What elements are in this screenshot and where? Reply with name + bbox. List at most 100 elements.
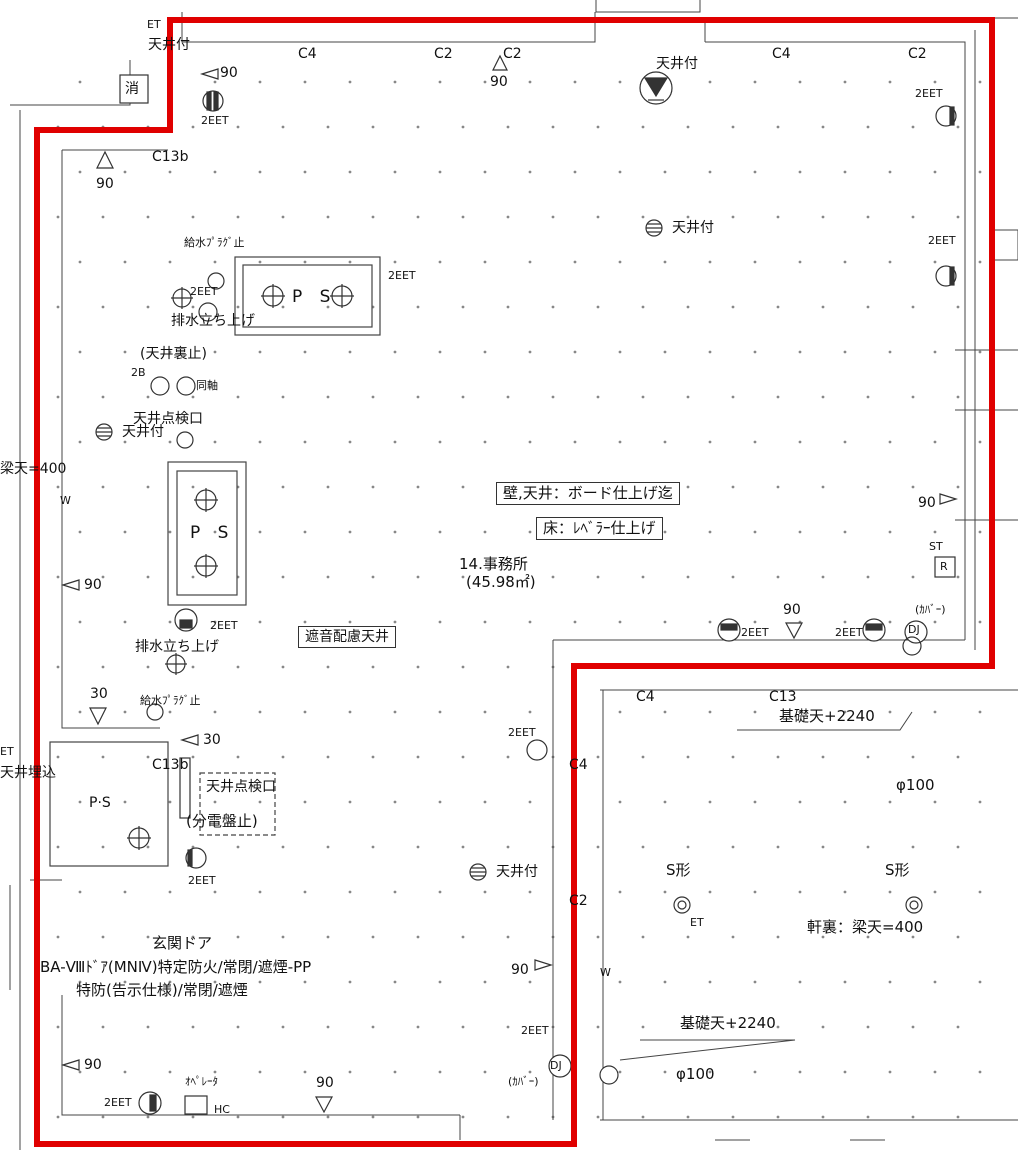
grid-dot <box>596 305 600 309</box>
grid-dot <box>956 1115 960 1119</box>
grid-dot <box>56 575 60 579</box>
grid-dot <box>438 530 442 534</box>
grid-dot <box>303 710 307 714</box>
grid-dot <box>641 575 645 579</box>
grid-dot <box>776 935 780 939</box>
label-ceiling-mount-4: 天井付 <box>122 424 164 440</box>
grid-dot <box>573 170 577 174</box>
grid-dot <box>753 980 757 984</box>
grid-dot <box>798 260 802 264</box>
grid-dot <box>348 80 352 84</box>
grid-dot <box>933 710 937 714</box>
grid-dot <box>326 845 330 849</box>
grid-dot <box>371 845 375 849</box>
grid-dot <box>753 620 757 624</box>
grid-dot <box>483 890 487 894</box>
grid-dot <box>528 980 532 984</box>
grid-dot <box>528 800 532 804</box>
grid-dot <box>78 800 82 804</box>
grid-dot <box>191 575 195 579</box>
grid-dot <box>753 890 757 894</box>
grid-dot <box>281 125 285 129</box>
label-et-left: ET <box>0 745 14 758</box>
grid-dot <box>686 215 690 219</box>
grid-dot <box>371 485 375 489</box>
label-90-i: 90 <box>316 1075 334 1091</box>
grid-dot <box>483 980 487 984</box>
label-drain-riser-a: 排水立ち上げ <box>171 313 255 329</box>
grid-dot <box>213 80 217 84</box>
label-90-h: 90 <box>84 1057 102 1073</box>
grid-dot <box>956 125 960 129</box>
grid-dot <box>483 80 487 84</box>
grid-dot <box>213 980 217 984</box>
grid-dot <box>843 1070 847 1074</box>
label-90-a: 90 <box>220 65 238 81</box>
grid-dot <box>798 800 802 804</box>
grid-dot <box>933 440 937 444</box>
grid-dot <box>438 620 442 624</box>
grid-dot <box>236 305 240 309</box>
grid-dot <box>326 755 330 759</box>
grid-dot <box>326 215 330 219</box>
grid-dot <box>461 395 465 399</box>
grid-dot <box>258 890 262 894</box>
grid-dot <box>56 665 60 669</box>
grid-dot <box>933 350 937 354</box>
grid-dot <box>888 350 892 354</box>
grid-dot <box>258 620 262 624</box>
grid-dot <box>101 845 105 849</box>
grid-dot <box>731 1115 735 1119</box>
grid-dot <box>393 350 397 354</box>
ps-shafts <box>49 256 381 867</box>
label-operator: ｵﾍﾟﾚｰﾀ <box>185 1075 218 1088</box>
grid-dot <box>483 1070 487 1074</box>
grid-dot <box>258 980 262 984</box>
grid-dot <box>371 395 375 399</box>
grid-dot <box>888 800 892 804</box>
grid-dot <box>596 1025 600 1029</box>
grid-dot <box>798 1070 802 1074</box>
grid-dot <box>101 215 105 219</box>
grid-dot <box>866 215 870 219</box>
grid-dot <box>281 305 285 309</box>
grid-dot <box>146 305 150 309</box>
grid-dot <box>888 1070 892 1074</box>
grid-dot <box>933 800 937 804</box>
grid-dot <box>438 80 442 84</box>
grid-dot <box>393 530 397 534</box>
label-et-a: ET <box>690 916 704 929</box>
grid-dot <box>843 440 847 444</box>
grid-dot <box>798 440 802 444</box>
grid-dot <box>978 710 982 714</box>
grid-dot <box>348 620 352 624</box>
grid-dot <box>213 260 217 264</box>
grid-dot <box>933 890 937 894</box>
grid-dot <box>843 80 847 84</box>
grid-dot <box>596 575 600 579</box>
grid-dot <box>123 620 127 624</box>
grid-dot <box>708 710 712 714</box>
grid-dot <box>371 665 375 669</box>
grid-dot <box>821 935 825 939</box>
grid-dot <box>641 395 645 399</box>
grid-dot <box>776 755 780 759</box>
grid-dot <box>146 845 150 849</box>
grid-dot <box>798 170 802 174</box>
label-90-g: 90 <box>511 962 529 978</box>
grid-dot <box>303 1070 307 1074</box>
grid-dot <box>506 755 510 759</box>
grid-dot <box>731 215 735 219</box>
grid-dot <box>528 350 532 354</box>
grid-dot <box>416 125 420 129</box>
grid-dot <box>753 80 757 84</box>
grid-dot <box>348 890 352 894</box>
grid-dot <box>416 755 420 759</box>
grid-dot <box>686 575 690 579</box>
grid-dot <box>101 665 105 669</box>
grid-dot <box>866 485 870 489</box>
grid-dot <box>393 620 397 624</box>
grid-dot <box>191 665 195 669</box>
label-c2-a: C2 <box>434 46 453 62</box>
grid-dot <box>56 845 60 849</box>
